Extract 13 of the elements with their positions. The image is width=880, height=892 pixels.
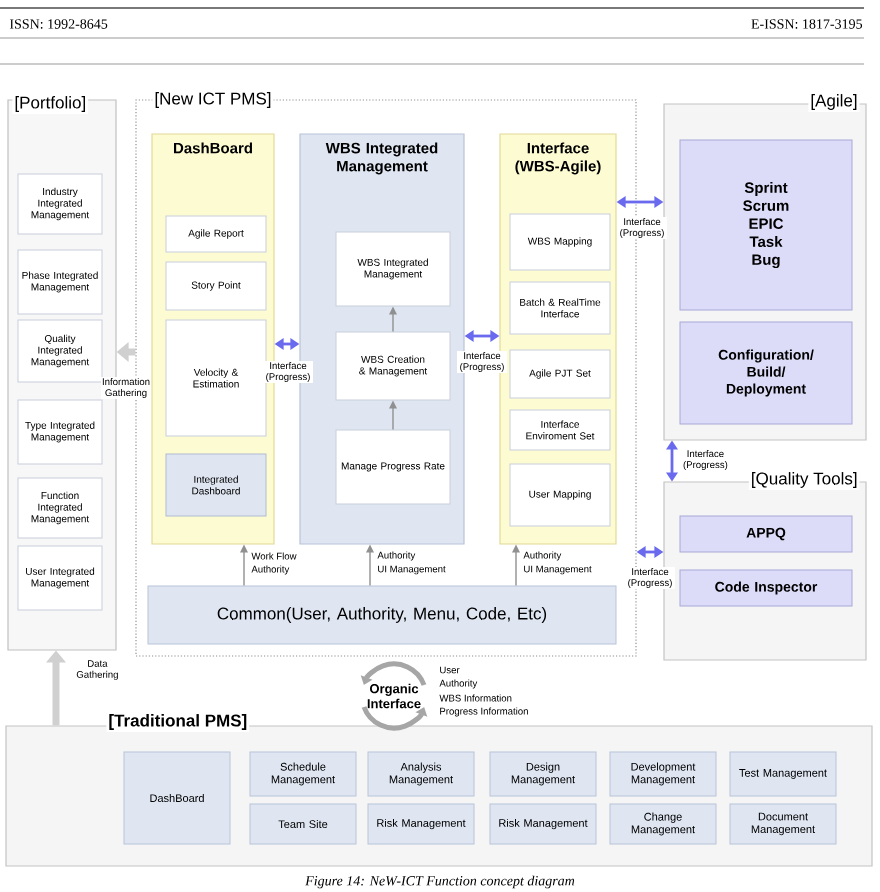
interface-arrow bbox=[274, 338, 300, 350]
arrow bbox=[366, 544, 374, 587]
interface-arrow bbox=[464, 330, 500, 342]
arrow bbox=[512, 544, 520, 587]
interface-arrow bbox=[666, 440, 678, 482]
arrow bbox=[240, 544, 248, 587]
interface-arrow bbox=[636, 546, 664, 558]
gathering-arrow bbox=[46, 650, 66, 726]
interface-arrow bbox=[616, 196, 664, 208]
gathering-arrow bbox=[116, 342, 136, 362]
arrow bbox=[389, 306, 397, 333]
process-box: Common(User, Authority, Menu, Code, Etc) bbox=[147, 585, 617, 645]
arrow bbox=[389, 400, 397, 431]
